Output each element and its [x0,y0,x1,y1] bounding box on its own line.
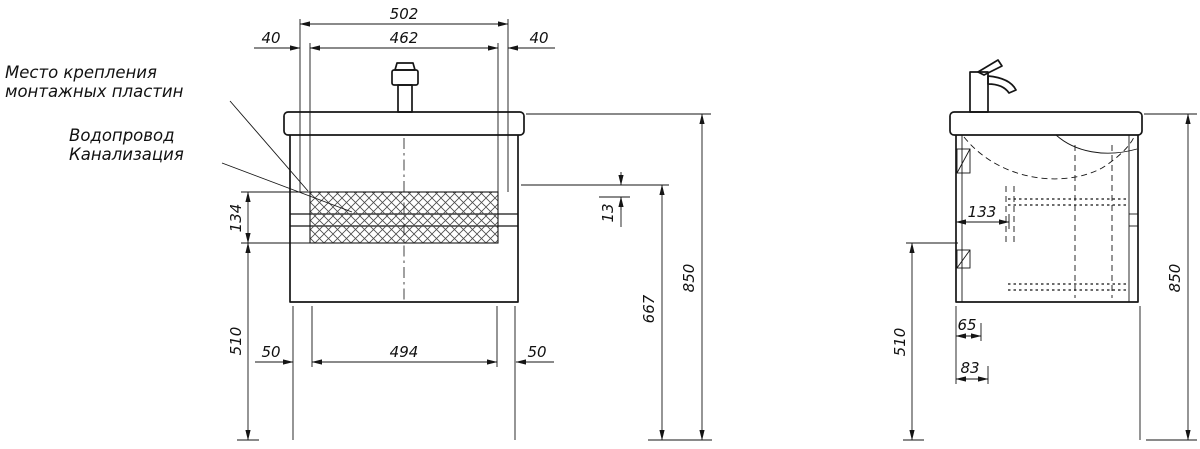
faucet-side [969,59,1017,113]
drawer-hidden-lines [1008,145,1126,298]
faucet-front [391,62,419,113]
dim-row-40-462-40: 40 462 40 [254,29,555,51]
dim-bottom-50-494-50: 50 494 50 [255,306,554,440]
dim-top-width-502: 502 [299,5,509,27]
dim-label-65: 65 [957,316,976,334]
annotation-mounting-line2: монтажных пластин [5,82,184,101]
annotation-sewerage: Канализация [69,145,184,164]
annotation-pipes: Водопровод Канализация [69,126,353,213]
dim-label-510-front: 510 [227,327,245,356]
dim-label-510-side: 510 [891,328,909,357]
dim-label-462: 462 [390,29,419,47]
dim-label-850-front: 850 [680,264,698,293]
annotation-mounting-plates: Место крепления монтажных пластин [5,63,309,192]
dim-label-850-side: 850 [1166,264,1184,293]
cabinet-front [289,135,519,303]
dim-left-134-510: 134 510 [227,191,310,441]
dim-label-50-left: 50 [261,343,280,361]
front-view: 502 40 462 40 134 510 [5,5,712,441]
cabinet-side [955,135,1139,303]
countertop-side [949,111,1143,136]
dim-label-50-right: 50 [527,343,546,361]
mounting-bracket-side [956,148,971,269]
dim-label-40-left: 40 [261,29,280,47]
countertop-front [283,111,525,136]
dim-label-133: 133 [968,203,997,221]
annotation-mounting-line1: Место крепления [5,63,157,82]
dim-depth-133: 133 [955,203,1010,229]
annotation-water-supply: Водопровод [69,126,175,145]
dim-side-850: 850 [1139,113,1197,441]
dim-right-13-667-850: 13 667 850 [521,113,712,441]
side-view: 133 510 65 83 850 [891,59,1197,441]
dim-label-40-right: 40 [529,29,548,47]
dim-side-65-83: 65 83 [955,306,989,384]
dim-label-134: 134 [227,204,245,233]
dim-label-502: 502 [390,5,419,23]
dim-label-13: 13 [599,203,617,222]
dim-label-494: 494 [390,343,419,361]
sink-bowl-hidden-lines [963,134,1138,242]
leader-mounting [229,100,309,192]
dim-label-667: 667 [640,294,658,323]
leader-pipes [221,162,353,213]
dim-side-510: 510 [891,242,958,441]
dim-label-83: 83 [960,359,979,377]
